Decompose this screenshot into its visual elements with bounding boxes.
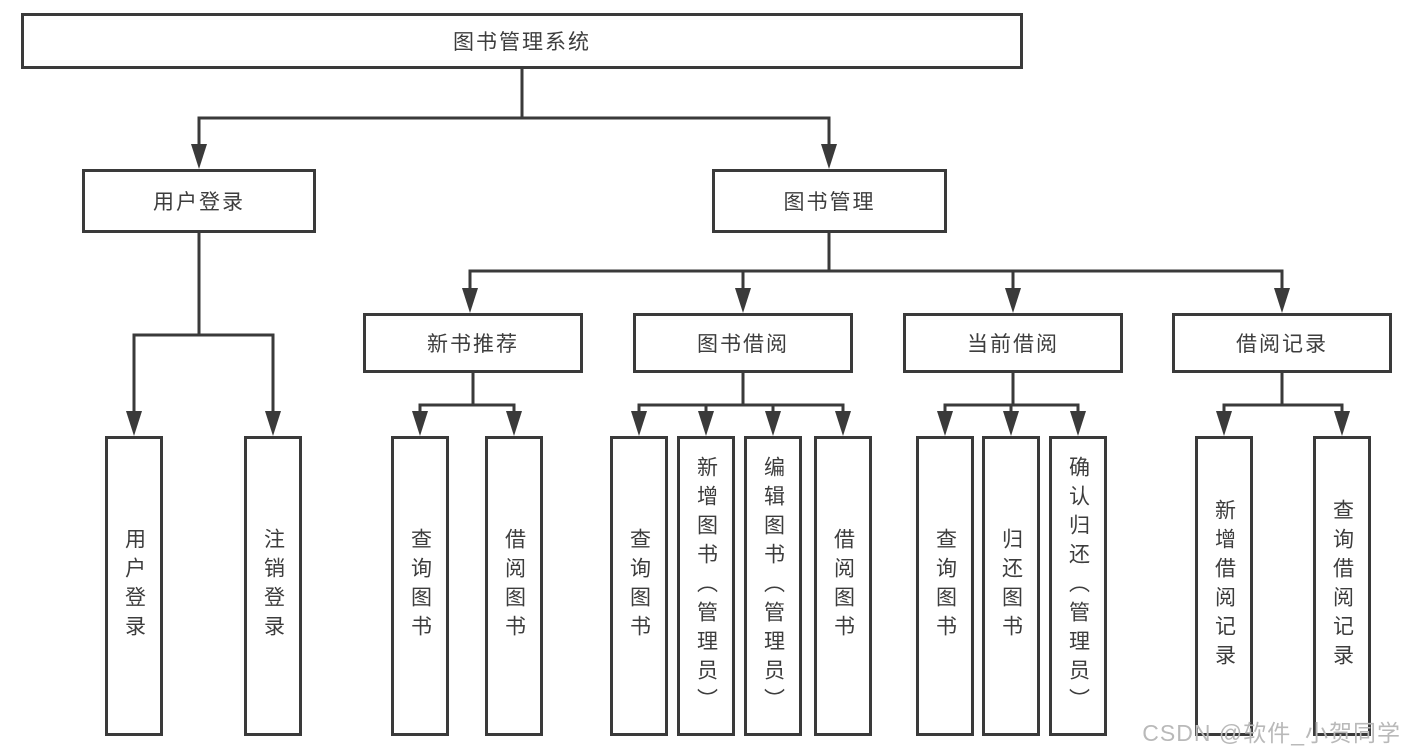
node-leaf-add-books-admin: 新增图书（管理员） xyxy=(677,436,735,736)
node-leaf-borrow-books-newbooks-label: 借阅图书 xyxy=(502,528,526,644)
node-library-system: 图书管理系统 xyxy=(21,13,1023,69)
node-leaf-borrow-books-label: 借阅图书 xyxy=(831,528,855,644)
node-leaf-edit-books-admin: 编辑图书（管理员） xyxy=(744,436,802,736)
node-borrow-records: 借阅记录 xyxy=(1172,313,1392,373)
node-book-borrow-label: 图书借阅 xyxy=(697,333,789,356)
node-leaf-return-books: 归还图书 xyxy=(982,436,1040,736)
node-leaf-edit-books-admin-label: 编辑图书（管理员） xyxy=(761,455,785,717)
node-leaf-user-login: 用户登录 xyxy=(105,436,163,736)
node-leaf-query-books-newbooks-label: 查询图书 xyxy=(408,528,432,644)
node-book-management: 图书管理 xyxy=(712,169,947,233)
node-book-borrow: 图书借阅 xyxy=(633,313,853,373)
node-leaf-query-books-current-label: 查询图书 xyxy=(933,528,957,644)
node-leaf-borrow-books: 借阅图书 xyxy=(814,436,872,736)
node-leaf-query-borrow-record: 查询借阅记录 xyxy=(1313,436,1371,736)
node-leaf-add-borrow-record-label: 新增借阅记录 xyxy=(1212,499,1236,673)
csdn-watermark: CSDN @软件_小贺同学 xyxy=(1142,720,1401,746)
node-leaf-query-books-newbooks: 查询图书 xyxy=(391,436,449,736)
connector-paths xyxy=(132,67,1344,414)
node-book-management-label: 图书管理 xyxy=(783,191,876,214)
node-leaf-add-books-admin-label: 新增图书（管理员） xyxy=(694,455,718,717)
node-leaf-logout-label: 注销登录 xyxy=(261,528,285,644)
node-leaf-return-books-label: 归还图书 xyxy=(999,528,1023,644)
node-leaf-query-books-current: 查询图书 xyxy=(916,436,974,736)
node-leaf-query-books-borrow-label: 查询图书 xyxy=(627,528,651,644)
node-leaf-borrow-books-newbooks: 借阅图书 xyxy=(485,436,543,736)
node-leaf-add-borrow-record: 新增借阅记录 xyxy=(1195,436,1253,736)
arrowheads xyxy=(126,144,1350,436)
node-current-borrow-label: 当前借阅 xyxy=(967,333,1059,356)
node-leaf-query-borrow-record-label: 查询借阅记录 xyxy=(1330,499,1354,673)
node-current-borrow: 当前借阅 xyxy=(903,313,1123,373)
node-user-login: 用户登录 xyxy=(82,169,316,233)
node-new-book-recommend: 新书推荐 xyxy=(363,313,583,373)
node-leaf-user-login-label: 用户登录 xyxy=(122,528,146,644)
node-leaf-logout: 注销登录 xyxy=(244,436,302,736)
node-new-book-recommend-label: 新书推荐 xyxy=(427,333,519,356)
node-library-system-label: 图书管理系统 xyxy=(453,31,591,54)
node-leaf-confirm-return-admin: 确认归还（管理员） xyxy=(1049,436,1107,736)
node-user-login-label: 用户登录 xyxy=(153,191,245,214)
node-borrow-records-label: 借阅记录 xyxy=(1236,333,1328,356)
node-leaf-confirm-return-admin-label: 确认归还（管理员） xyxy=(1066,455,1090,717)
node-leaf-query-books-borrow: 查询图书 xyxy=(610,436,668,736)
